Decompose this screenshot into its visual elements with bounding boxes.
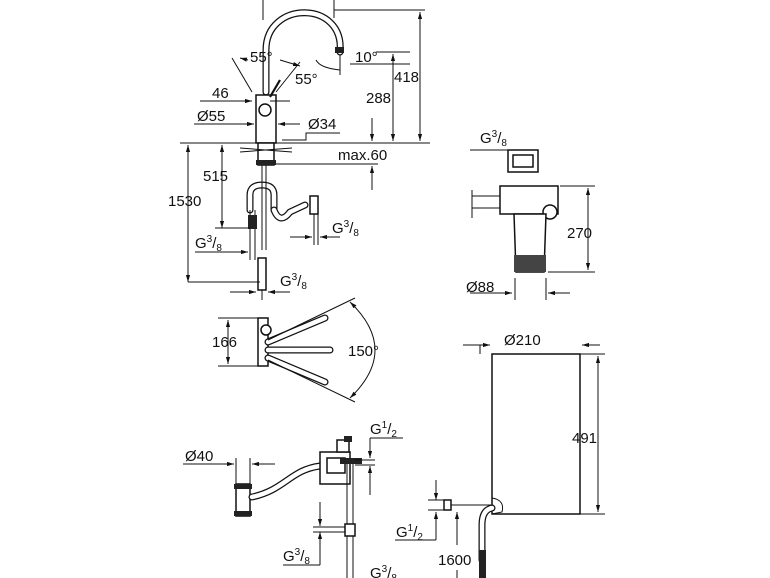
dim-270: 270 <box>567 225 592 242</box>
dim-1530: 1530 <box>168 193 201 210</box>
dim-outlet-angle: 10° <box>355 49 378 66</box>
faucet-front-view: 418 288 10° 55° 55° 46 Ø55 Ø34 max.60 51… <box>168 0 430 300</box>
dim-515: 515 <box>203 168 228 185</box>
dim-46: 46 <box>212 85 229 102</box>
dim-288: 288 <box>366 90 391 107</box>
dim-hole-diameter: Ø34 <box>308 116 336 133</box>
dim-pipe-diameter: Ø40 <box>185 448 213 465</box>
lever <box>269 79 281 98</box>
dim-base-diameter: Ø55 <box>197 108 225 125</box>
connection-g38-left: G3/8 <box>195 234 222 254</box>
dim-lever-angle-right: 55° <box>295 71 318 88</box>
dim-lever-angle-left: 55° <box>250 49 273 66</box>
connection-g38-right: G3/8 <box>332 219 359 239</box>
connection-g38-bottom: G3/8 <box>280 272 307 292</box>
filter-connection: G3/8 <box>480 129 507 149</box>
dim-1600: 1600 <box>438 552 471 569</box>
boiler-connection: G1/2 <box>396 523 423 543</box>
dim-150-deg: 150° <box>348 343 379 360</box>
valve-connection-left: G3/8 <box>283 547 310 567</box>
dim-max-60: max.60 <box>338 147 387 164</box>
faucet-body <box>255 94 277 144</box>
valve-assembly: Ø40 G1/2 G3/8 G3/8 <box>183 420 403 578</box>
valve-connection-bottom: G3/8 <box>370 564 397 578</box>
dim-boiler-diameter: Ø210 <box>504 332 541 349</box>
filter-unit: G3/8 270 Ø88 <box>466 129 595 300</box>
dim-491: 491 <box>572 430 597 447</box>
dim-166: 166 <box>212 334 237 351</box>
dim-filter-diameter: Ø88 <box>466 279 494 296</box>
boiler-tank: Ø210 491 G1/2 1600 <box>395 332 605 578</box>
valve-connection-top: G1/2 <box>370 420 397 440</box>
dim-418: 418 <box>394 69 419 86</box>
faucet-top-view: 166 150° <box>212 297 379 403</box>
